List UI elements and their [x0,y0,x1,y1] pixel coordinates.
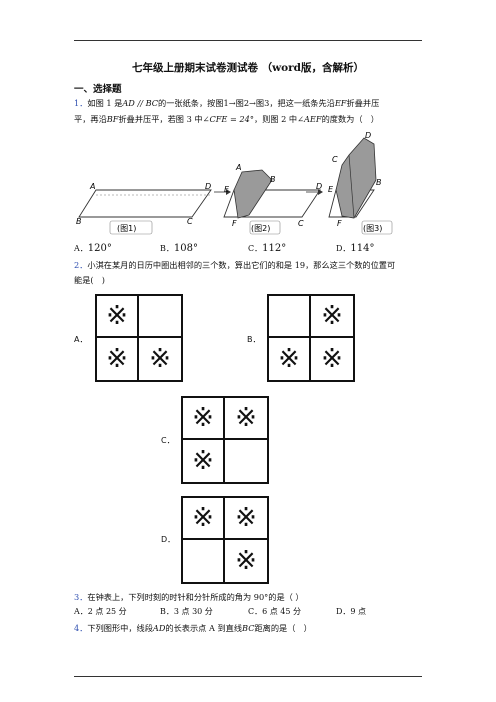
grid-cell: ※ [183,498,225,540]
grid-cell: ※ [269,338,311,380]
q1-option-d[interactable]: D．114° [336,243,375,254]
arrow-2-head [318,189,323,195]
fig2-label-A: A [235,163,241,172]
fig3-caption: (图3) [363,224,382,233]
fig1-label-A: A [89,182,95,191]
grid-cell: ※ [225,398,267,440]
fig2-strip [223,189,321,218]
grid-cell: ※ [149,344,171,374]
grid-cell [139,296,181,338]
question-2-line-2: 能是( ) [74,275,105,285]
section-heading: 一、选择题 [74,84,122,95]
fig2-label-B: B [270,175,276,184]
question-2-line-1: 2．小淇在某月的日历中圈出相邻的三个数，算出它们的和是 19，那么这三个数的位置… [74,260,396,270]
q3-option-b[interactable]: B．3 点 30 分 [160,607,213,616]
fig2-caption: (图2) [251,224,270,233]
fig3-crease [348,154,355,219]
fig3-label-C: C [332,155,338,164]
q2-option-a-label: A． [74,335,88,344]
q2-option-b-grid[interactable]: ※ ※ ※ [267,294,355,382]
grid-cell [269,296,311,338]
question-number: 3． [74,592,88,602]
question-4: 4．下列图形中，线段AD的长表示点 A 到直线BC距离的是（ ） [74,623,312,633]
grid-cell: ※ [311,296,353,338]
grid-cell: ※ [183,440,225,482]
grid-cell: ※ [183,398,225,440]
page-title: 七年级上册期末试卷测试卷 （word版，含解析） [131,62,365,74]
fig3-label-E: E [328,185,334,194]
q2-option-d-grid[interactable]: ※ ※ ※ [181,496,269,584]
q3-option-d[interactable]: D．9 点 [336,607,367,616]
question-3: 3．在钟表上，下列时刻的时针和分针所成的角为 90°的是（ ） [74,592,304,602]
grid-cell: ※ [321,344,343,374]
fig1-caption-box [109,220,153,235]
grid-cell [225,440,267,482]
header-rule [74,40,422,41]
q2-option-b-label: B． [247,335,261,344]
q2-option-c-grid[interactable]: ※ ※ ※ [181,396,269,484]
fig2-fold [233,169,273,219]
grid-cell: ※ [97,296,139,338]
fig1-label-D: D [205,182,211,191]
fig2-label-F: F [232,219,237,228]
footer-rule [74,676,422,677]
grid-cell: ※ [97,338,139,380]
grid-cell [183,540,225,582]
q1-option-a[interactable]: A．120° [74,243,112,254]
fig3-fold [335,137,377,219]
fig1-label-C: C [187,217,193,226]
question-1-line-1: 1．如图 1 是AD // BC的一张纸条，按图1→图2→图3，把这一纸条先沿E… [74,98,380,108]
question-1-line-2: 平，再沿BF折叠并压平，若图 3 中∠CFE = 24°，则图 2 中∠AEF的… [74,114,379,124]
question-number: 4． [74,623,88,633]
question-number: 1． [74,98,88,108]
fig3-label-F: F [337,219,342,228]
arrow-1-head [226,189,231,195]
fig2-caption-box [249,220,281,235]
q2-option-c-label: C． [161,436,175,445]
fig3-label-B: B [376,178,382,187]
grid-cell: ※ [225,498,267,540]
fig2-label-C: C [298,219,304,228]
q2-option-a-grid[interactable]: ※ ※ ※ [95,294,183,382]
fig1-caption: (图1) [117,224,136,233]
grid-cell: ※ [235,546,257,576]
fig2-label-D: D [316,182,322,191]
fig2-label-E: E [224,185,230,194]
q3-option-c[interactable]: C．6 点 45 分 [248,607,302,616]
q1-option-b[interactable]: B．108° [160,243,198,254]
fig3-label-D: D [365,131,371,140]
q1-option-c[interactable]: C．112° [248,243,287,254]
fig1-label-B: B [76,217,82,226]
fig1-strip [78,189,212,218]
fig3-caption-box [361,220,393,235]
q2-option-d-label: D． [161,535,176,544]
question-number: 2． [74,260,88,270]
question-1-figure: A D B C (图1) A B E D F C (图2) D C B E F … [76,131,393,235]
q3-option-a[interactable]: A．2 点 25 分 [74,607,127,616]
